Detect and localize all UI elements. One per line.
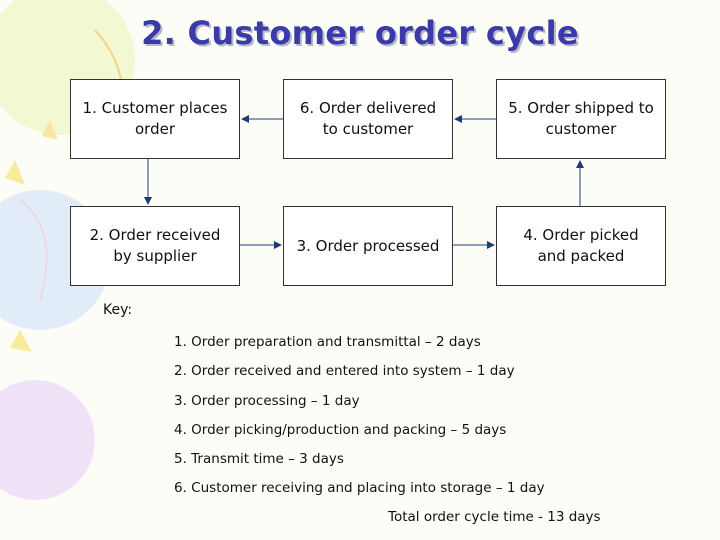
total-cycle-time: Total order cycle time - 13 days — [388, 509, 601, 525]
page-title: 2. Customer order cycle — [141, 14, 579, 52]
key-item: 1. Order preparation and transmittal – 2… — [174, 334, 481, 350]
step-3-label: 3. Order processed — [296, 236, 440, 255]
key-item: 3. Order processing – 1 day — [174, 392, 360, 409]
step-4-label: 4. Order picked and packed — [523, 226, 639, 265]
step-5-label: 5. Order shipped to customer — [508, 99, 654, 138]
key-item: 2. Order received and entered into syste… — [174, 363, 515, 380]
step-2-box: 2. Order received by supplier — [70, 206, 240, 286]
step-1-box: 1. Customer places order — [70, 79, 240, 159]
step-3-box: 3. Order processed — [283, 206, 453, 286]
step-4-box: 4. Order picked and packed — [496, 206, 666, 286]
key-list: 1. Order preparation and transmittal – 2… — [174, 333, 545, 509]
key-item: 4. Order picking/production and packing … — [174, 421, 507, 438]
step-2-label: 2. Order received by supplier — [89, 226, 221, 265]
step-6-box: 6. Order delivered to customer — [283, 79, 453, 159]
key-item: 6. Customer receiving and placing into s… — [174, 480, 545, 497]
step-5-box: 5. Order shipped to customer — [496, 79, 666, 159]
key-item: 5. Transmit time – 3 days — [174, 451, 344, 468]
step-6-label: 6. Order delivered to customer — [299, 99, 437, 138]
key-label: Key: — [103, 302, 133, 318]
step-1-label: 1. Customer places order — [82, 99, 228, 138]
